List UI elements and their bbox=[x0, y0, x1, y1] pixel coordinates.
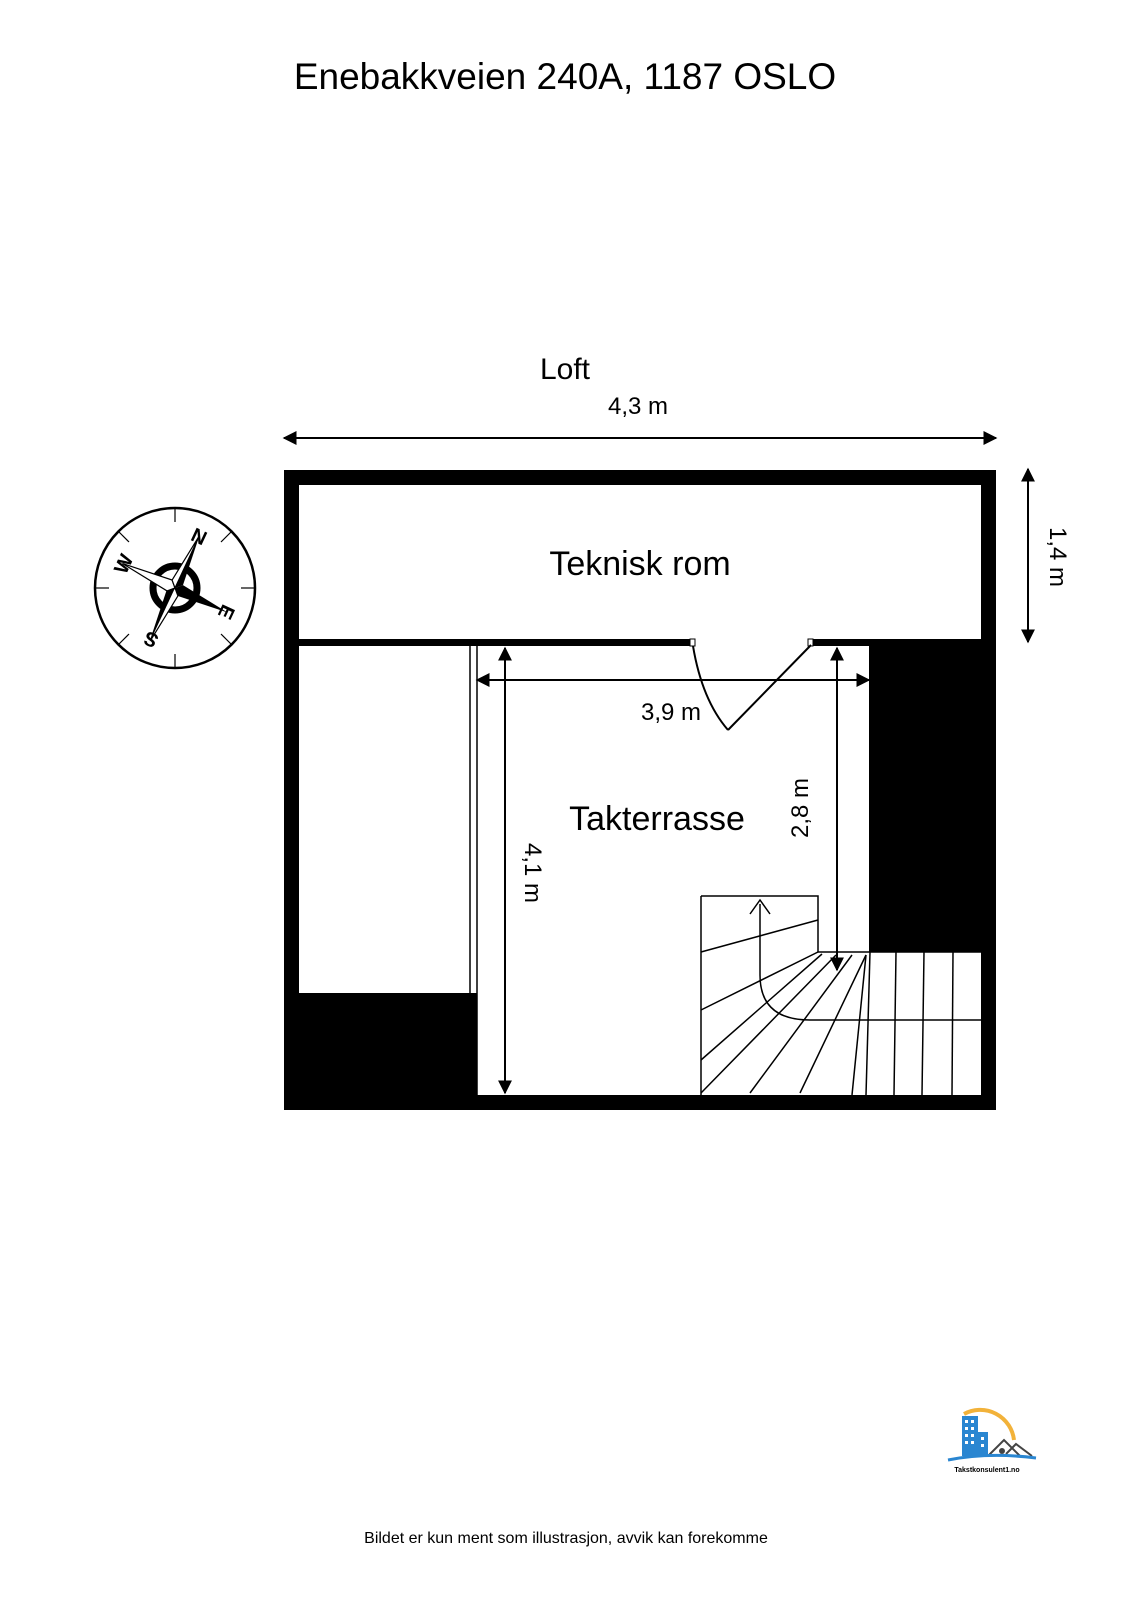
terrace-width-label: 3,9 m bbox=[641, 699, 701, 726]
terrace-partial-depth-label: 2,8 m bbox=[787, 778, 814, 838]
top-room-depth-label: 1,4 m bbox=[1044, 527, 1071, 587]
page-title: Enebakkveien 240A, 1187 OSLO bbox=[294, 56, 836, 97]
dark-area-right bbox=[869, 646, 981, 952]
house-roof-icon bbox=[987, 1438, 1021, 1457]
interior-wall bbox=[299, 638, 981, 647]
door-swing bbox=[692, 644, 812, 731]
wave-icon bbox=[947, 1453, 1037, 1462]
floor-name: Loft bbox=[540, 353, 591, 386]
overall-width-label: 4,3 m bbox=[608, 393, 668, 420]
staircase bbox=[700, 895, 981, 1096]
room-label-technical: Teknisk rom bbox=[549, 545, 730, 583]
room-label-terrace: Takterrasse bbox=[569, 800, 745, 838]
sun-arc-icon bbox=[963, 1407, 1016, 1441]
logo-text: Takstkonsulent1.no bbox=[954, 1467, 1019, 1474]
dark-area-left bbox=[299, 993, 477, 1095]
company-logo: Takstkonsulent1.no bbox=[947, 1407, 1037, 1474]
outer-walls bbox=[284, 470, 996, 1110]
terrace-depth-label: 4,1 m bbox=[519, 843, 546, 903]
disclaimer-text: Bildet er kun ment som illustrasjon, avv… bbox=[364, 1530, 768, 1547]
left-side-room bbox=[469, 646, 478, 1095]
compass-rose: N E S W bbox=[93, 506, 257, 670]
